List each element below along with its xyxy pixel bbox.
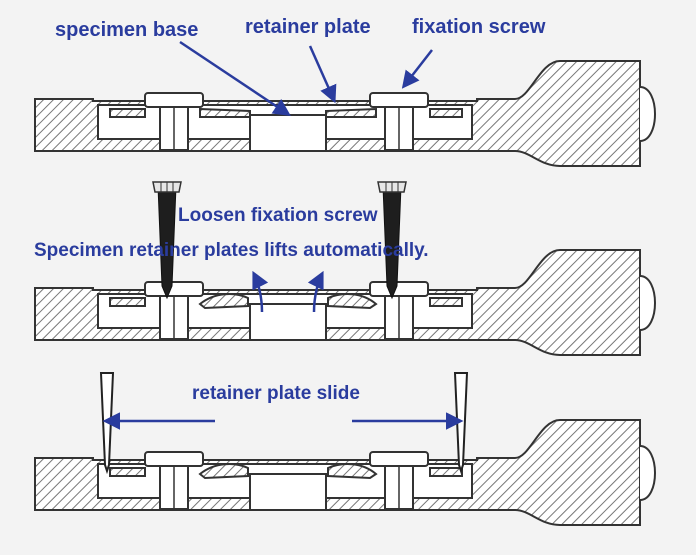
holder-stage-3 [34, 419, 656, 526]
lift-arrow-right [307, 270, 324, 313]
label-plate-slide: retainer plate slide [192, 383, 360, 404]
label-retainer-plate: retainer plate [245, 16, 371, 38]
arrow-fixation-screw [401, 49, 433, 89]
holder-stage-1 [34, 60, 656, 167]
label-plates-lift: Specimen retainer plates lifts automatic… [34, 240, 429, 261]
arrow-specimen-base [179, 40, 291, 116]
arrow-retainer-plate [308, 45, 337, 104]
label-specimen-base: specimen base [55, 19, 198, 41]
holder-stage-2 [34, 249, 656, 356]
label-loosen-screw: Loosen fixation screw [178, 205, 378, 226]
lift-arrow-left [252, 270, 269, 313]
label-fixation-screw: fixation screw [412, 16, 546, 38]
